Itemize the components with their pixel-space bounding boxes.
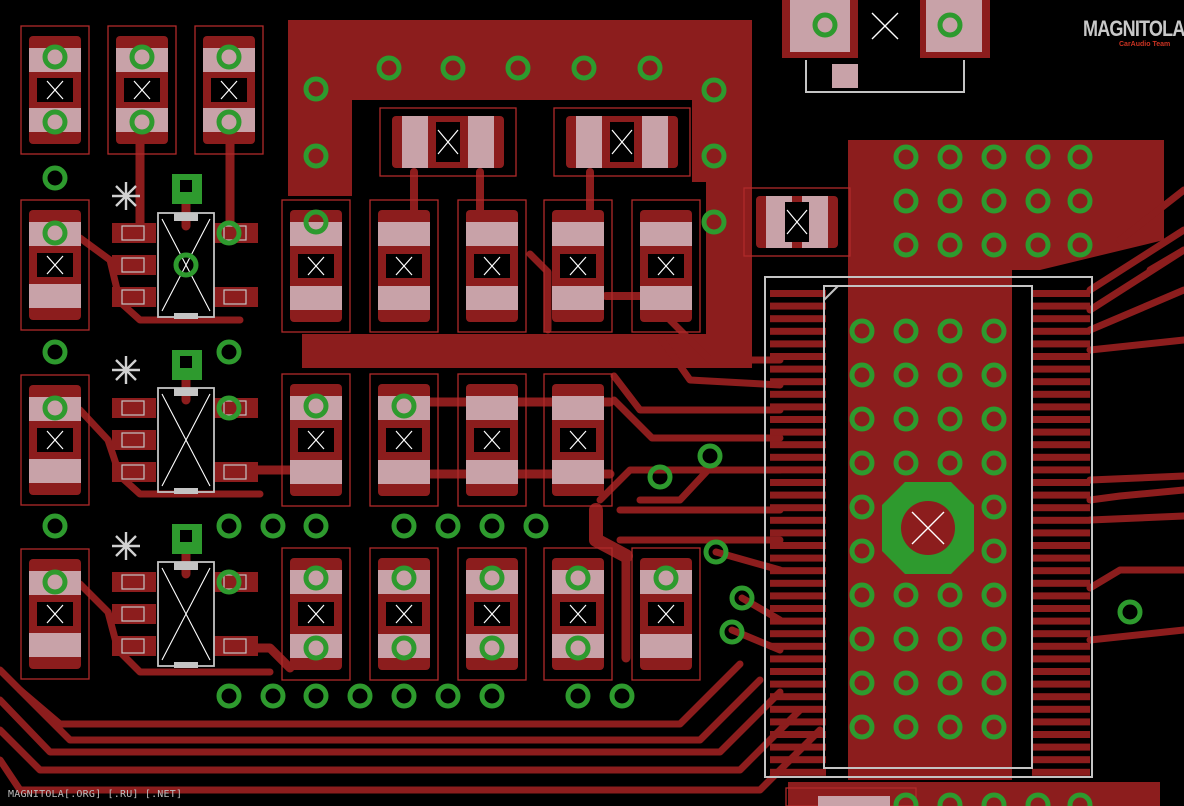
resistor-row2-3 [457,373,527,507]
resistor-row1-5 [631,199,701,333]
resistor-row1-4 [543,199,613,333]
brand-logo: MAGNITOLA CarAudio Team [1083,16,1184,52]
resistor-horizontal-2 [553,107,691,177]
transistor-3 [112,561,258,668]
mid-bus-pour [302,334,708,368]
vias [42,12,1143,806]
resistor-row3-1 [281,547,351,681]
transistor-1 [112,212,258,319]
resistor-horizontal-3 [743,187,851,257]
resistor-left-1 [20,199,90,331]
logo-subtitle: CarAudio Team [1119,41,1171,48]
mounting-hole [882,482,974,574]
footer-watermark: MAGNITOLA[.ORG] [.RU] [.NET] [8,789,183,800]
resistor-row3-5 [631,547,701,681]
fiducial-3 [112,532,140,560]
resistor-row3-2 [369,547,439,681]
top-connector-outline [805,60,965,93]
resistor-row3-4 [543,547,613,681]
top-ground-pour [288,20,752,368]
resistor-row2-1 [281,373,351,507]
silkscreen [764,60,1093,778]
fiducial-marks [112,12,899,560]
fiducial-1 [112,182,140,210]
resistor-row2-4 [543,373,613,507]
resistor-left-3 [20,548,90,680]
capacitor-top-1 [20,25,90,155]
component-footprints [20,0,990,806]
resistor-row1-3 [457,199,527,333]
top-connector-pads [782,0,990,806]
resistor-left-2 [20,374,90,506]
fiducial-top [871,12,899,40]
resistor-row2-2 [369,373,439,507]
capacitor-top-2 [107,25,177,155]
connector-outline-inner [823,285,1033,769]
square-test-pads [172,174,202,554]
logo-text: MAGNITOLA [1083,16,1184,41]
transistor-2 [112,387,258,494]
resistor-horizontal-1 [379,107,517,177]
fiducial-2 [112,356,140,384]
sot-transistors [112,212,258,668]
connector-outline-outer [764,276,1093,778]
capacitor-top-3 [194,25,264,155]
resistor-row1-1 [281,199,351,333]
resistor-row1-2 [369,199,439,333]
edge-connector-fingers [770,290,1090,776]
